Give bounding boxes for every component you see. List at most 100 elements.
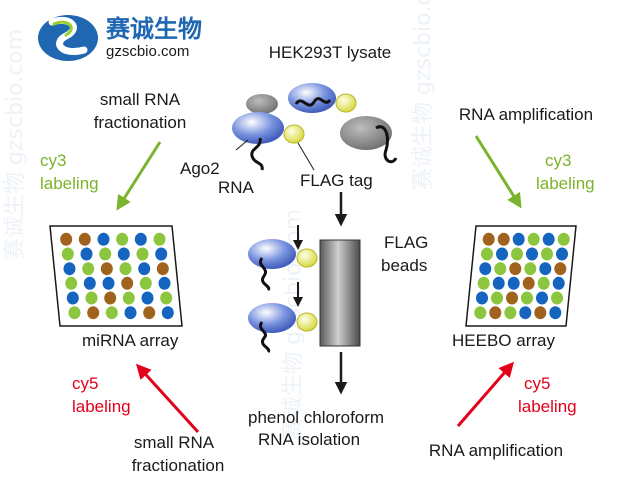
right-green-arrow (474, 135, 522, 209)
logo-name: 赛诚生物 (105, 15, 202, 43)
heebo-array-spot (479, 262, 492, 276)
heebo-array-spot (509, 262, 522, 276)
mirna-array-spot (134, 232, 147, 246)
right-bottom-step: RNA amplification (429, 441, 563, 460)
heebo-array-spot (521, 291, 533, 305)
mirna-array-spot (65, 276, 78, 290)
mirna-array-spot (153, 232, 166, 246)
mirna-array-spot (121, 276, 134, 290)
protein-small-grey (246, 94, 278, 114)
right-red-arrow (456, 361, 514, 427)
mirna-array-spot (63, 262, 76, 276)
mirna-array-spot (119, 262, 132, 276)
heebo-array-spot (536, 291, 548, 305)
heebo-array-spot (481, 247, 493, 261)
lysate-complex-cluster (232, 83, 398, 171)
mirna-array-spot (82, 262, 95, 276)
isolation-label-line1: phenol chloroform (248, 408, 384, 427)
heebo-array-spot (482, 232, 495, 246)
mirna-array-spot (143, 306, 156, 320)
flag-tag-bound-lower (296, 312, 318, 332)
mirna-array-spot (105, 306, 118, 320)
right-cy3-label-line2: labeling (536, 174, 595, 193)
watermark-right: 赛诚生物 gzscbio.com (411, 0, 436, 190)
ago2-pointer (235, 139, 249, 151)
rna-strand-main (250, 137, 264, 171)
left-green-arrow (116, 141, 162, 211)
mirna-array-spot (138, 262, 151, 276)
mirna-array-spot (80, 247, 93, 261)
watermark-layer: 赛诚生物 gzscbio.com 赛诚生物 gzscbio.com 赛诚生物 g… (3, 0, 436, 440)
heebo-array-spot (524, 262, 537, 276)
mirna-array-spot (97, 232, 110, 246)
flag-tag-main (283, 124, 305, 144)
ago2-bound-lower (248, 303, 296, 333)
heebo-array-spot (506, 291, 518, 305)
flag-tag-bound-upper (296, 248, 318, 268)
left-bottom-step-line2: fractionation (132, 456, 225, 475)
mirna-array-label: miRNA array (82, 331, 179, 350)
bead-binding-group (248, 225, 361, 354)
right-cy5-label-line2: labeling (518, 397, 577, 416)
mirna-array-spot (66, 291, 79, 305)
mirna-array-spot (60, 232, 73, 246)
heebo-array-spot (526, 247, 538, 261)
left-cy5-label-line1: cy5 (72, 374, 98, 393)
beads-label-line2: beads (381, 256, 427, 275)
right-cy3-label-line1: cy3 (545, 151, 571, 170)
heebo-array-spot (519, 306, 532, 320)
mirna-array-spot (158, 276, 171, 290)
heebo-array-spot (504, 306, 517, 320)
heebo-array-spot (527, 232, 540, 246)
mirna-array-spot (156, 262, 169, 276)
rna-strand-grey (375, 125, 398, 164)
left-red-arrow (135, 363, 200, 434)
heebo-array-spot (497, 232, 510, 246)
rna-bound-upper (259, 257, 271, 292)
protein-large-grey (340, 116, 392, 150)
mirna-array-spot (117, 247, 130, 261)
flag-beads-column (319, 239, 361, 347)
mirna-array-spot (87, 306, 100, 320)
mirna-array-spot (104, 291, 117, 305)
mirna-array-spot (160, 291, 173, 305)
rna-strand-top (294, 97, 332, 107)
mirna-array-spot (116, 232, 129, 246)
heebo-array-spot (542, 232, 555, 246)
mirna-array-spot (122, 291, 135, 305)
isolation-label-line2: RNA isolation (258, 430, 360, 449)
left-top-step-line2: fractionation (94, 113, 187, 132)
mirna-array-spot (136, 247, 149, 261)
left-bottom-step-line1: small RNA (134, 433, 215, 452)
mirna-array-spot (100, 262, 113, 276)
heebo-array-spot (552, 276, 565, 290)
mirna-array-spot (102, 276, 115, 290)
flag-tag-pointer (297, 142, 315, 171)
logo-mark-icon (38, 15, 98, 61)
ago2-protein-top (288, 83, 336, 113)
heebo-array-spot (551, 291, 563, 305)
mirna-array-spot (155, 247, 168, 261)
watermark-left: 赛诚生物 gzscbio.com (3, 29, 28, 260)
heebo-array (465, 225, 577, 327)
beads-label-line1: FLAG (384, 233, 428, 252)
mirna-array-spot (83, 276, 96, 290)
lysate-title: HEK293T lysate (269, 43, 392, 62)
flag-tag-top (335, 93, 357, 113)
heebo-array-spot (522, 276, 535, 290)
rna-bound-lower (259, 321, 271, 354)
left-cy5-label-line2: labeling (72, 397, 131, 416)
heebo-array-spot (534, 306, 547, 320)
heebo-array-spot (476, 291, 488, 305)
heebo-array-spot (539, 262, 552, 276)
heebo-array-spot (494, 262, 507, 276)
heebo-array-spot (549, 306, 562, 320)
heebo-array-spot (541, 247, 553, 261)
heebo-array-spot (537, 276, 550, 290)
mirna-array-spot (161, 306, 174, 320)
right-top-step: RNA amplification (459, 105, 593, 124)
mirna-array-spot (124, 306, 137, 320)
mirna-array-spot (139, 276, 152, 290)
